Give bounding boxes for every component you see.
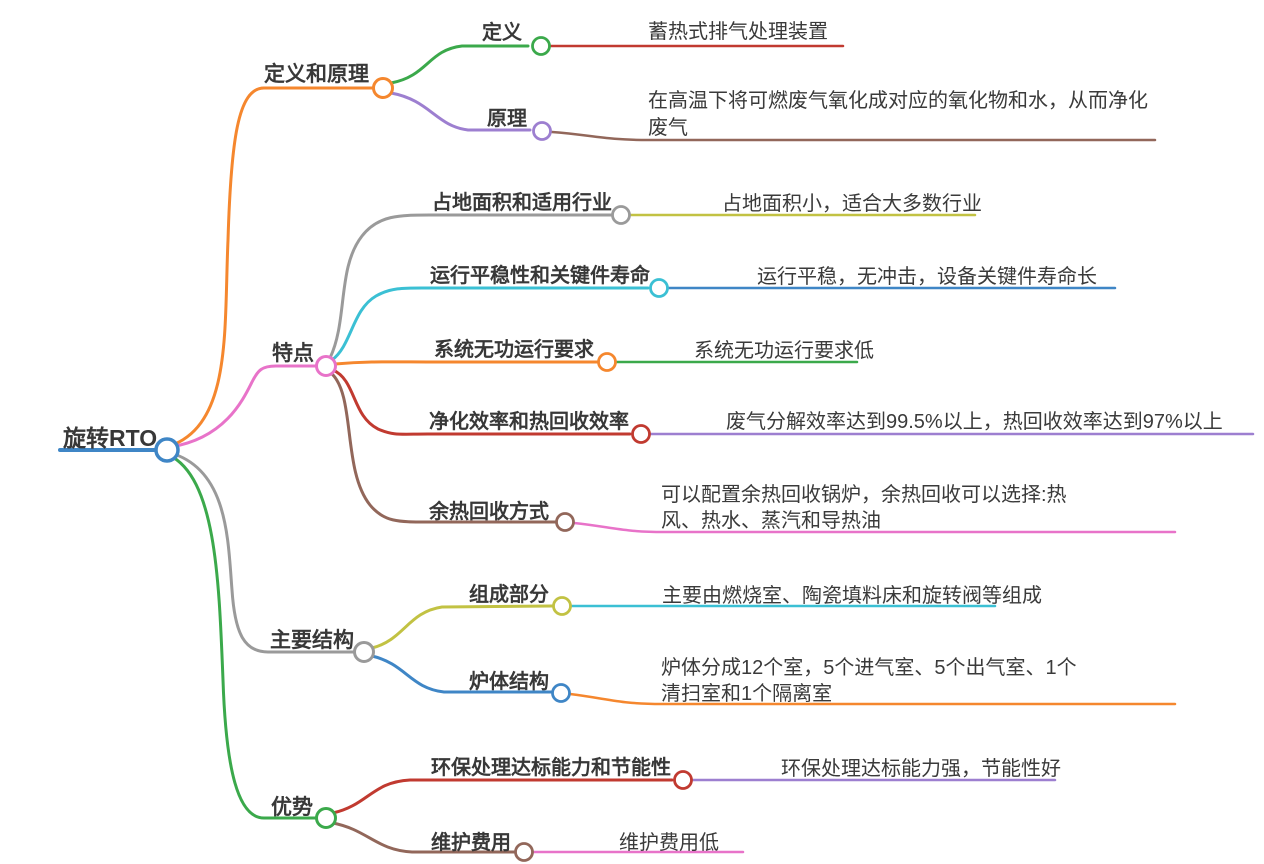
edge-maintenance [331, 821, 516, 854]
node-label-idle-requirement[interactable]: 系统无功运行要求 [434, 339, 594, 361]
node-circle-structure[interactable] [353, 641, 375, 663]
node-circle-efficiency[interactable] [631, 424, 651, 444]
edge-footprint [328, 213, 614, 360]
node-circle-maintenance[interactable] [514, 842, 534, 862]
root-circle[interactable] [154, 437, 180, 463]
node-circle-principle[interactable] [532, 121, 552, 141]
node-label-stability[interactable]: 运行平稳性和关键件寿命 [430, 265, 650, 287]
node-circle-idle-requirement[interactable] [597, 352, 617, 372]
edge-root-features [169, 364, 318, 449]
node-circle-environmental[interactable] [673, 770, 693, 790]
branch-label-advantages[interactable]: 优势 [271, 796, 313, 819]
edge-root-advantages [167, 453, 318, 820]
node-label-environmental[interactable]: 环保处理达标能力和节能性 [431, 757, 671, 779]
node-label-components[interactable]: 组成部分 [469, 584, 549, 606]
leaf-text-stability[interactable]: 运行平稳，无冲击，设备关键件寿命长 [757, 266, 1097, 288]
edge-environmental [331, 778, 674, 815]
leaf-text-definition[interactable]: 蓄热式排气处理装置 [648, 21, 828, 43]
branch-label-features[interactable]: 特点 [272, 342, 314, 365]
leaf-line-heat-recovery [572, 521, 1177, 534]
root-node-label[interactable]: 旋转RTO [63, 425, 158, 451]
edge-heat-recovery [329, 371, 557, 524]
node-circle-features[interactable] [315, 355, 337, 377]
leaf-text-footprint[interactable]: 占地面积小，适合大多数行业 [722, 193, 982, 215]
node-circle-advantages[interactable] [315, 807, 337, 829]
node-label-footprint[interactable]: 占地面积和适用行业 [432, 192, 612, 214]
node-label-heat-recovery[interactable]: 余热回收方式 [429, 501, 549, 523]
edge-root-definition-principle [168, 86, 376, 448]
leaf-text-efficiency[interactable]: 废气分解效率达到99.5%以上，热回收效率达到97%以上 [726, 411, 1223, 433]
node-label-principle[interactable]: 原理 [487, 108, 527, 130]
edge-components [370, 604, 554, 650]
node-circle-heat-recovery[interactable] [555, 512, 575, 532]
node-circle-footprint[interactable] [611, 205, 631, 225]
edge-furnace [370, 654, 553, 694]
node-label-efficiency[interactable]: 净化效率和热回收效率 [429, 411, 629, 433]
node-circle-components[interactable] [552, 596, 572, 616]
leaf-line-furnace [568, 692, 1177, 706]
edge-principle [389, 91, 532, 132]
edge-root-structure [169, 451, 356, 654]
leaf-text-maintenance[interactable]: 维护费用低 [619, 832, 719, 854]
leaf-text-environmental[interactable]: 环保处理达标能力强，节能性好 [781, 758, 1061, 780]
node-circle-stability[interactable] [649, 278, 669, 298]
node-circle-furnace[interactable] [551, 683, 571, 703]
branch-label-definition-principle[interactable]: 定义和原理 [264, 63, 369, 86]
edge-idle-requirement [333, 360, 599, 366]
node-circle-definition-principle[interactable] [372, 77, 394, 99]
node-circle-definition[interactable] [531, 36, 551, 56]
leaf-text-furnace[interactable]: 炉体分成12个室，5个进气室、5个出气室、1个清扫室和1个隔离室 [661, 657, 1077, 705]
leaf-line-principle [550, 130, 1157, 142]
leaf-text-heat-recovery[interactable]: 可以配置余热回收锅炉，余热回收可以选择:热风、热水、蒸汽和导热油 [661, 484, 1067, 532]
node-label-definition[interactable]: 定义 [482, 22, 522, 44]
node-label-furnace[interactable]: 炉体结构 [469, 671, 549, 693]
leaf-text-principle[interactable]: 在高温下将可燃废气氧化成对应的氧化物和水，从而净化废气 [648, 90, 1148, 139]
edge-efficiency [331, 368, 632, 436]
node-label-maintenance[interactable]: 维护费用 [431, 832, 511, 854]
edge-definition [389, 44, 530, 85]
branch-label-structure[interactable]: 主要结构 [270, 629, 354, 652]
edge-stability [330, 286, 650, 362]
leaf-text-idle-requirement[interactable]: 系统无功运行要求低 [694, 340, 874, 362]
leaf-text-components[interactable]: 主要由燃烧室、陶瓷填料床和旋转阀等组成 [662, 585, 1042, 607]
